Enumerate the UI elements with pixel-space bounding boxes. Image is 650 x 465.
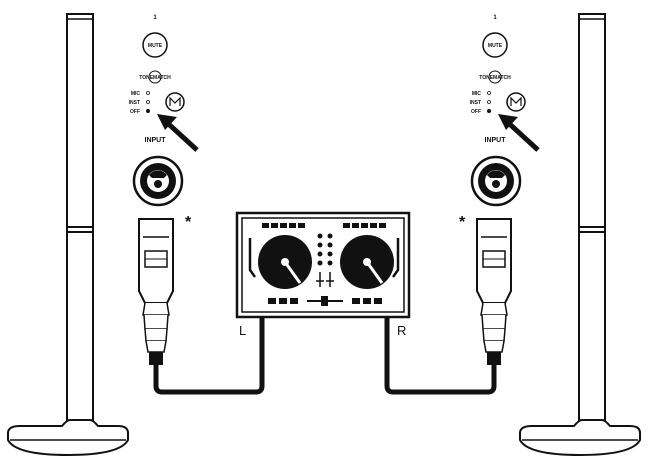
right-jog-wheel[interactable] bbox=[340, 235, 394, 289]
left-pointer-arrow-icon bbox=[157, 114, 177, 130]
left-tonematch-button[interactable] bbox=[165, 92, 185, 112]
left-cable bbox=[153, 315, 265, 395]
right-input-jack[interactable] bbox=[470, 155, 522, 207]
left-input-jack[interactable] bbox=[132, 155, 184, 207]
left-tonearm bbox=[248, 238, 257, 278]
left-cable-label: L bbox=[239, 323, 246, 338]
right-cable-label: R bbox=[397, 323, 406, 338]
right-mute-label: MUTE bbox=[488, 43, 503, 49]
left-inst-led bbox=[146, 100, 150, 104]
right-mode-off: OFF bbox=[471, 109, 481, 115]
left-mode-off: OFF bbox=[130, 109, 140, 115]
left-jog-wheel[interactable] bbox=[258, 235, 312, 289]
crossfader[interactable] bbox=[307, 296, 343, 306]
left-speaker-tower bbox=[7, 13, 129, 456]
dj-controller bbox=[235, 211, 411, 319]
left-mode-inst: INST bbox=[129, 100, 140, 106]
right-channel-number: 1 bbox=[493, 15, 497, 21]
center-knobs bbox=[317, 233, 333, 266]
right-tonematch-label: TONEMATCH bbox=[479, 75, 511, 81]
right-tonematch-button[interactable] bbox=[506, 92, 526, 112]
right-mode-inst: INST bbox=[470, 100, 481, 106]
left-tonematch-m-icon bbox=[169, 96, 181, 106]
left-mute-label: MUTE bbox=[148, 43, 163, 49]
left-tonematch-label: TONEMATCH bbox=[139, 75, 171, 81]
top-pad-row bbox=[262, 223, 386, 228]
left-channel-strip: 1 MUTE TONEMATCH MIC INST OFF INPUT bbox=[129, 15, 199, 207]
left-asterisk: * bbox=[185, 214, 192, 231]
left-channel-number: 1 bbox=[153, 15, 157, 21]
right-asterisk: * bbox=[459, 214, 466, 231]
channel-faders[interactable] bbox=[316, 272, 334, 287]
right-tonearm bbox=[391, 238, 400, 278]
right-input-label: INPUT bbox=[485, 137, 507, 144]
bottom-pad-row bbox=[268, 298, 382, 304]
right-tonematch-logo-icon bbox=[488, 70, 502, 84]
left-xlr-plug[interactable] bbox=[138, 218, 174, 366]
right-pointer-arrow-icon bbox=[498, 114, 518, 130]
left-tonematch-logo-icon bbox=[148, 70, 162, 84]
left-off-led bbox=[146, 109, 150, 113]
right-tonematch-m-icon bbox=[510, 96, 522, 106]
right-mode-mic: MIC bbox=[472, 91, 482, 97]
right-speaker-tower bbox=[519, 13, 641, 456]
left-input-label: INPUT bbox=[145, 137, 167, 144]
right-inst-led bbox=[487, 100, 491, 104]
right-mute-button[interactable] bbox=[482, 32, 508, 58]
left-mic-led bbox=[146, 91, 150, 95]
right-cable bbox=[384, 315, 497, 395]
right-channel-strip: 1 MUTE TONEMATCH MIC INST OFF INPUT bbox=[470, 15, 540, 207]
left-mute-button[interactable] bbox=[142, 32, 168, 58]
left-mode-mic: MIC bbox=[131, 91, 141, 97]
right-xlr-plug[interactable] bbox=[476, 218, 512, 366]
right-off-led bbox=[487, 109, 491, 113]
right-mic-led bbox=[487, 91, 491, 95]
